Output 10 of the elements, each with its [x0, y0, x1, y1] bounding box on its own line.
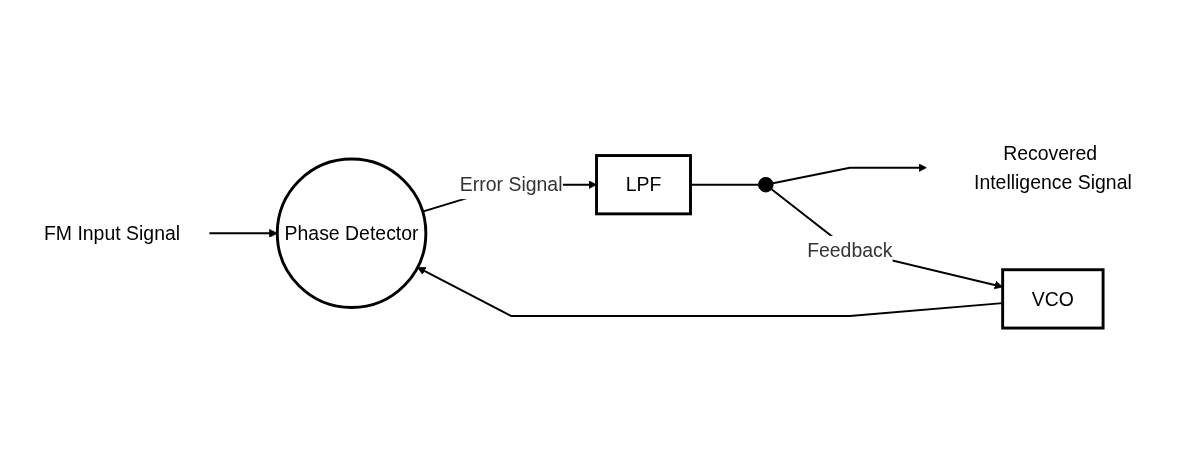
arrow — [772, 163, 927, 185]
node-circle: Phase Detector — [275, 157, 428, 310]
node-box: VCO — [1001, 268, 1105, 330]
edge-label: Error Signal — [459, 174, 563, 196]
edge-label: Feedback — [807, 239, 893, 261]
arrow — [208, 229, 278, 238]
node-text: FM Input Signal — [43, 222, 181, 244]
node-box: LPF — [595, 154, 692, 216]
node-text: Recovered Intelligence Signal — [973, 142, 1132, 193]
node-circle — [758, 176, 774, 193]
